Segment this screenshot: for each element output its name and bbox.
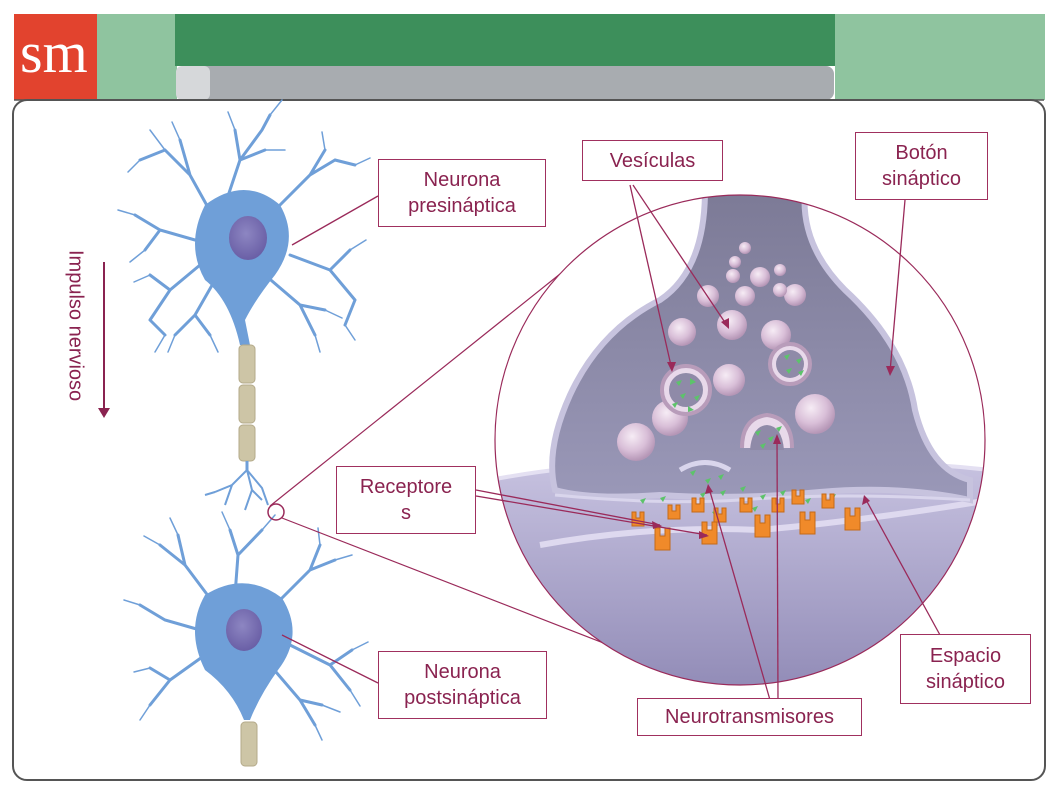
sm-logo[interactable]: sm	[14, 14, 97, 100]
postsynaptic-neuron-drawing	[123, 511, 369, 741]
postsynaptic-axon	[240, 721, 258, 767]
receptors-label: Receptore s	[336, 466, 476, 534]
postsynaptic-nucleus	[226, 609, 262, 651]
header-bar	[0, 0, 1058, 100]
leader-arrowheads	[652, 318, 895, 539]
synaptic-button-label: Botón sináptico	[855, 132, 988, 200]
leader-lines	[281, 184, 941, 701]
zoom-origin-circle	[267, 503, 285, 521]
presynaptic-nucleus	[229, 216, 267, 260]
presynaptic-neuron-label: Neurona presináptica	[378, 159, 546, 227]
logo-text: sm	[20, 20, 88, 85]
axon-terminals	[204, 469, 269, 511]
nerve-impulse-label: Impulso nervioso	[64, 250, 87, 402]
magnifier-circle	[494, 194, 986, 686]
impulse-arrow	[98, 262, 110, 418]
synapse-magnified-view	[495, 195, 985, 685]
synaptic-space-label: Espacio sináptico	[900, 634, 1031, 704]
myelinated-axon	[238, 344, 256, 470]
postsynaptic-neuron-label: Neurona postsináptica	[378, 651, 547, 719]
vesicles	[617, 242, 835, 461]
neurotransmitters-label: Neurotransmisores	[637, 698, 862, 736]
vesicles-label: Vesículas	[582, 140, 723, 181]
presynaptic-neuron-drawing	[117, 99, 371, 353]
neurotransmitters	[640, 354, 836, 516]
postsynaptic-soma	[195, 583, 293, 720]
presynaptic-soma	[195, 190, 289, 345]
